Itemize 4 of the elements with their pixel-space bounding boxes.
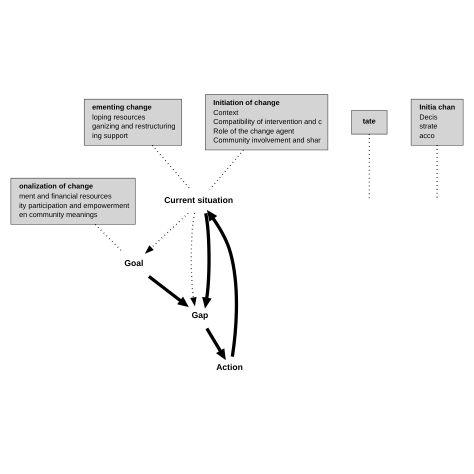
node-text: Current situation — [164, 194, 234, 204]
node-text: Action — [216, 362, 243, 372]
node-text: Gap — [192, 310, 208, 320]
node-text: Goal — [124, 258, 144, 268]
